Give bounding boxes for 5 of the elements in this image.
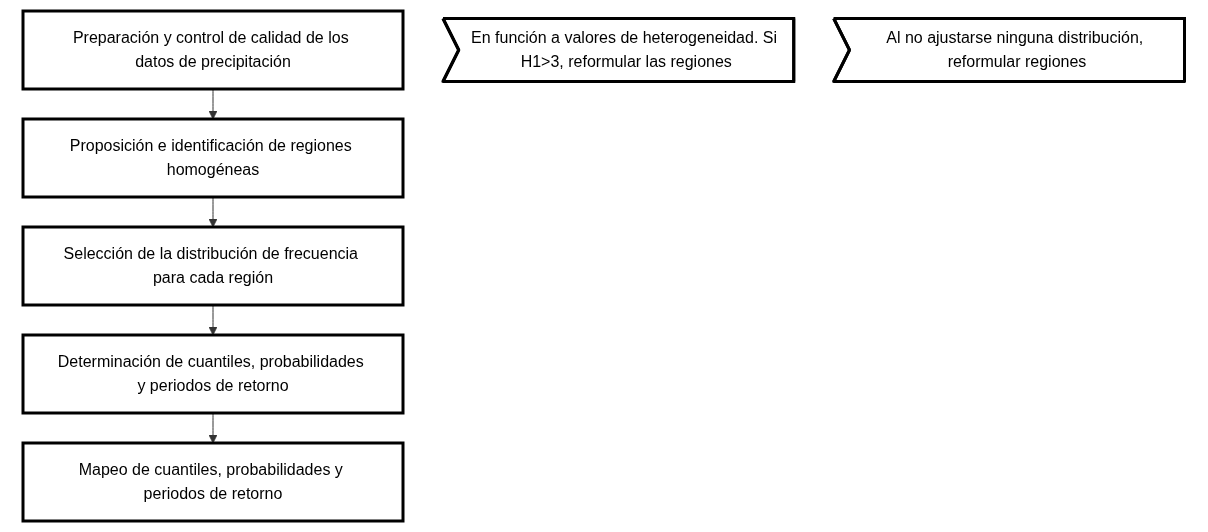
node-box: Preparación y control de calidad de los datos de precipitación bbox=[21, 9, 405, 91]
node-box: Proposición e identificación de regiones homogéneas bbox=[21, 117, 405, 199]
node-box: Selección de la distribución de frecuencia para cada región bbox=[21, 225, 405, 307]
node-box: Mapeo de cuantiles, probabilidades y periodos de retorno bbox=[21, 441, 405, 523]
node-box: Determinación de cuantiles, probabilidades y periodos de retorno bbox=[21, 333, 405, 415]
